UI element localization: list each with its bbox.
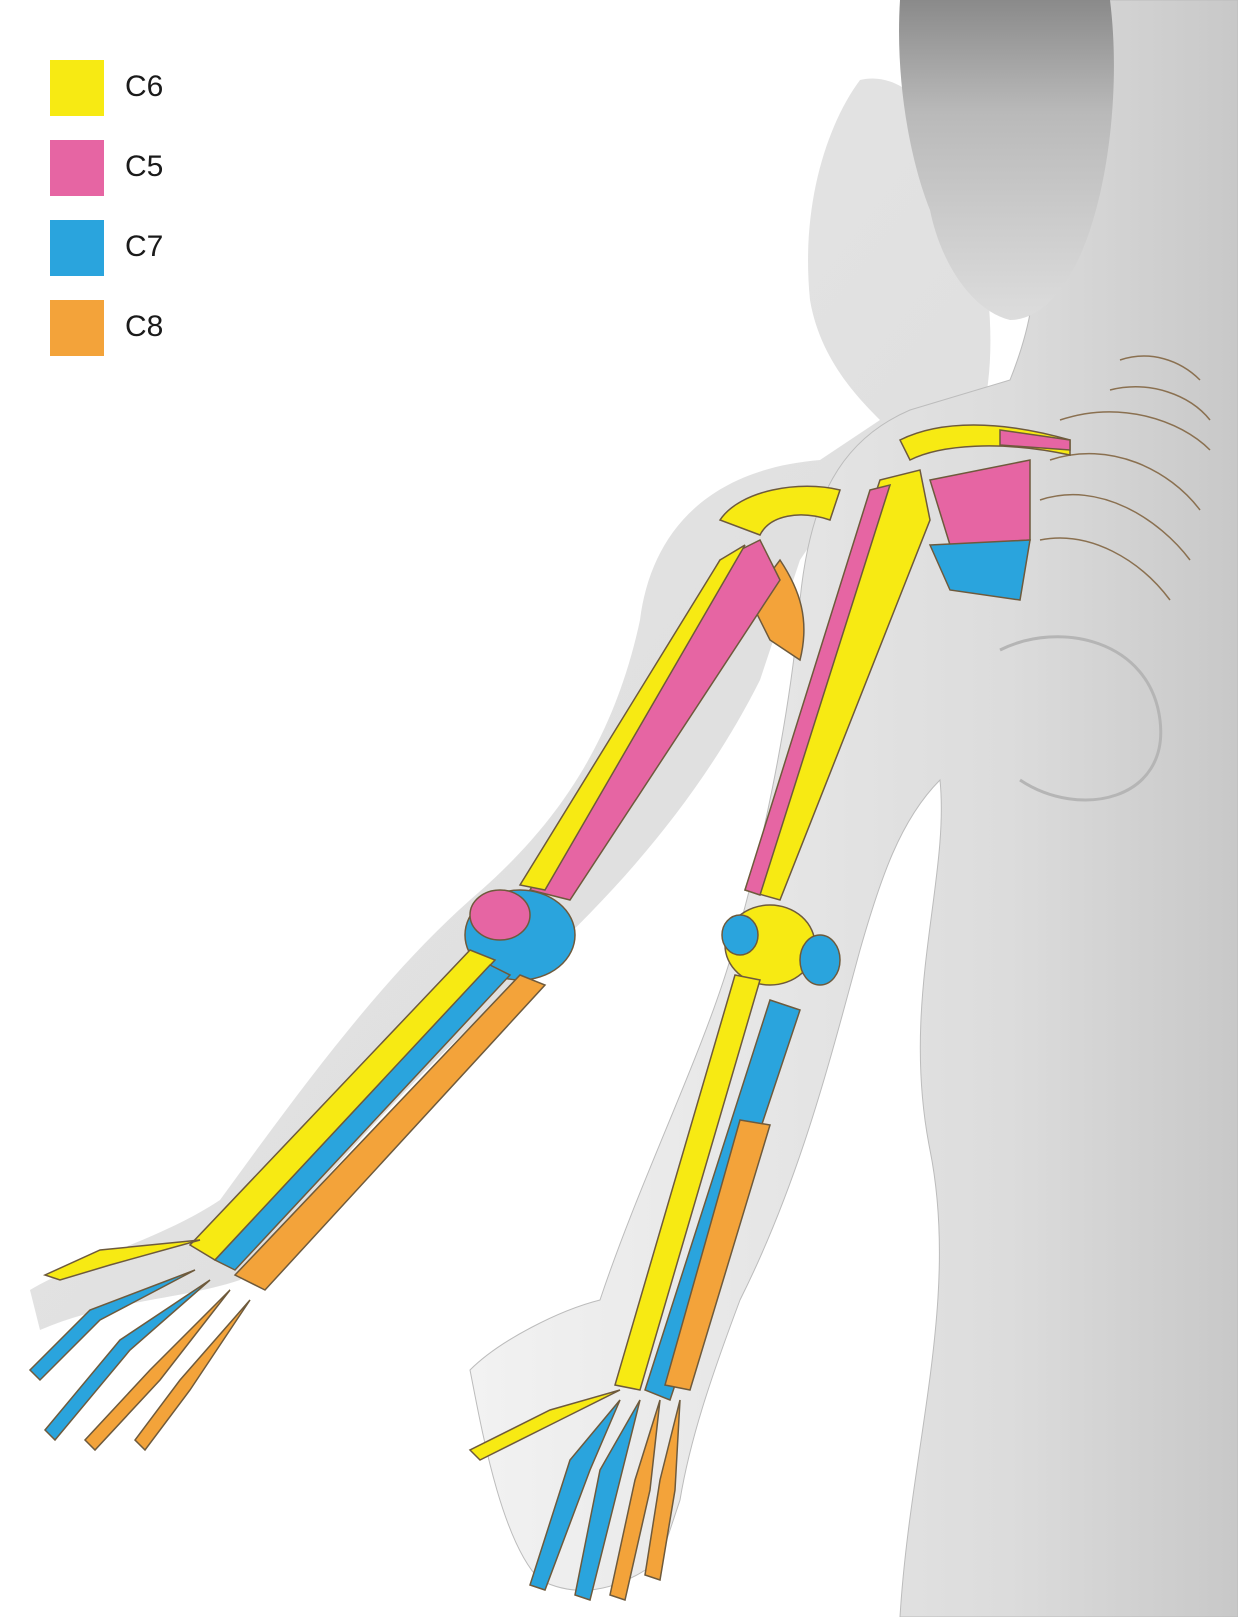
legend-swatch-c6 <box>50 60 104 116</box>
legend-swatch-c8 <box>50 300 104 356</box>
legend-label-c6: C6 <box>125 70 163 104</box>
legend-label-c7: C7 <box>125 230 163 264</box>
legend-label-c5: C5 <box>125 150 163 184</box>
legend-label-c8: C8 <box>125 310 163 344</box>
legend-swatch-c7 <box>50 220 104 276</box>
legend-swatch-c5 <box>50 140 104 196</box>
